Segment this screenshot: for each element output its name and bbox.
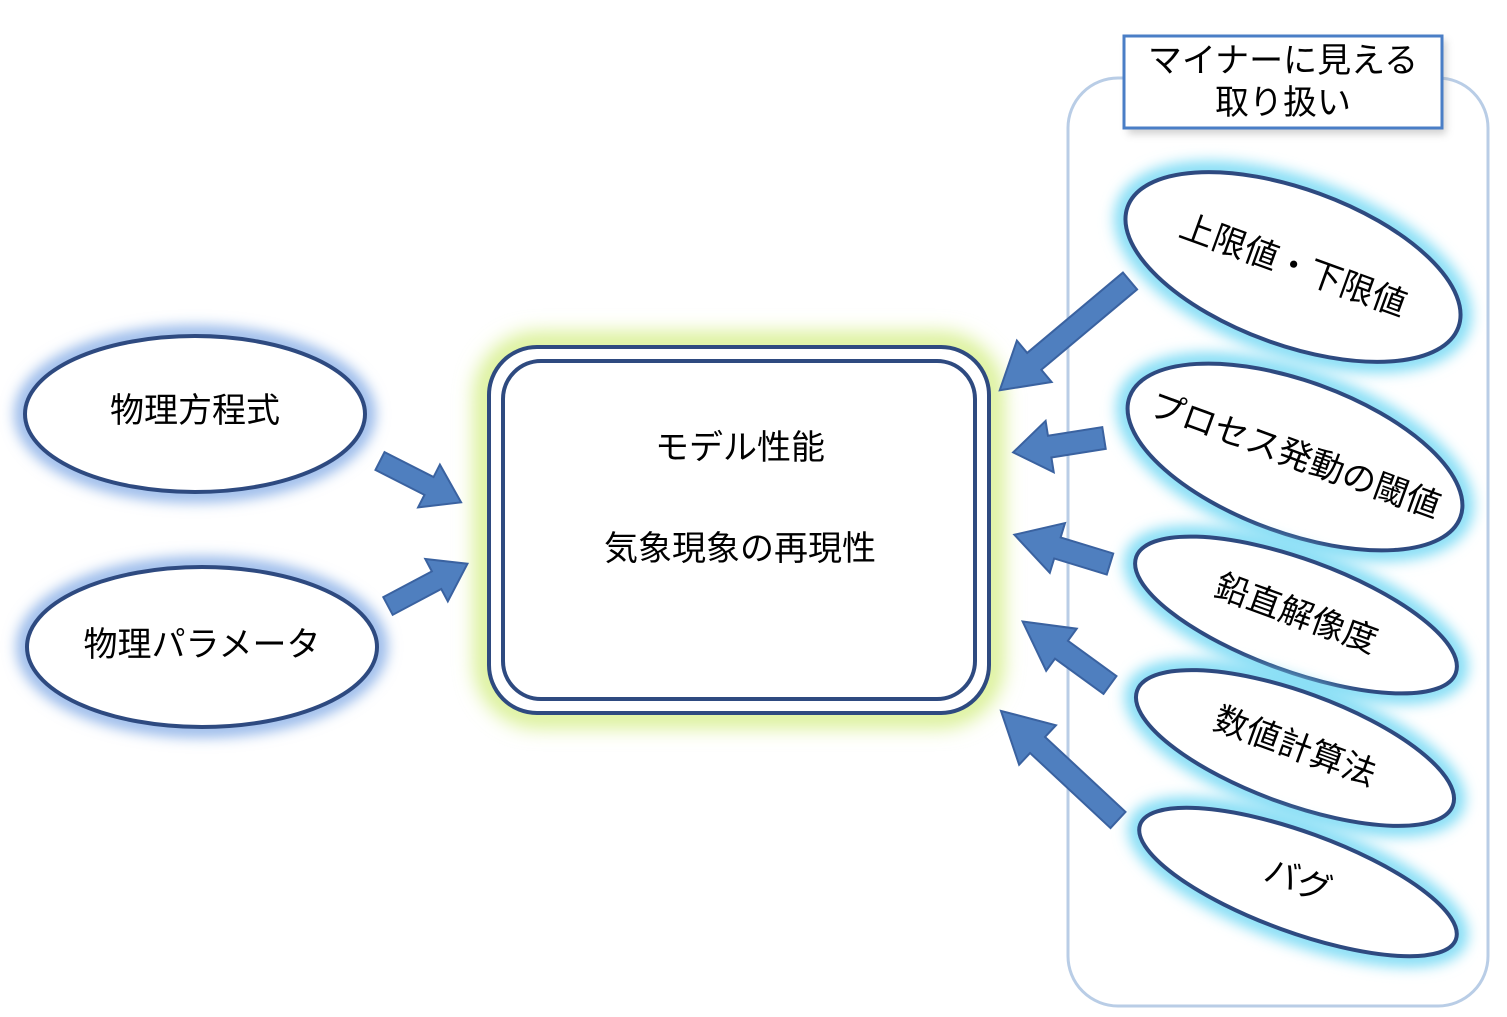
right-ellipse-2 — [1116, 352, 1474, 562]
arrow-left-2 — [381, 557, 470, 617]
arrow-right-1 — [998, 271, 1139, 392]
arrow-right-5 — [999, 709, 1127, 830]
header-box — [1122, 34, 1444, 130]
center-line-1: モデル性能 — [655, 428, 825, 468]
center-line-2: 気象現象の再現性 — [604, 529, 876, 569]
arrow-left-1 — [374, 450, 463, 509]
center-box-text: モデル性能 気象現象の再現性 — [500, 420, 980, 570]
right-ellipse-3 — [1124, 525, 1468, 705]
center-box-inner — [501, 359, 977, 701]
left-item-label-1: 物理方程式 — [110, 391, 280, 431]
right-ellipse-4 — [1125, 659, 1465, 837]
center-box-glow — [475, 333, 1003, 727]
arrow-right-3 — [1012, 521, 1115, 576]
arrow-right-2 — [1011, 418, 1107, 475]
right-ellipse-1 — [1114, 161, 1472, 373]
right-group-header-line2: 取り扱い — [1215, 83, 1351, 123]
left-ellipse-2 — [17, 557, 387, 737]
center-box-outer — [487, 345, 991, 715]
left-item-label-2: 物理パラメータ — [83, 625, 321, 665]
left-ellipse-1 — [15, 326, 375, 502]
right-ellipse-5 — [1128, 797, 1468, 967]
arrow-right-4 — [1020, 620, 1118, 696]
right-group-header-line1: マイナーに見える — [1147, 40, 1419, 81]
right-group-header: マイナーに見える 取り扱い — [1124, 36, 1442, 128]
